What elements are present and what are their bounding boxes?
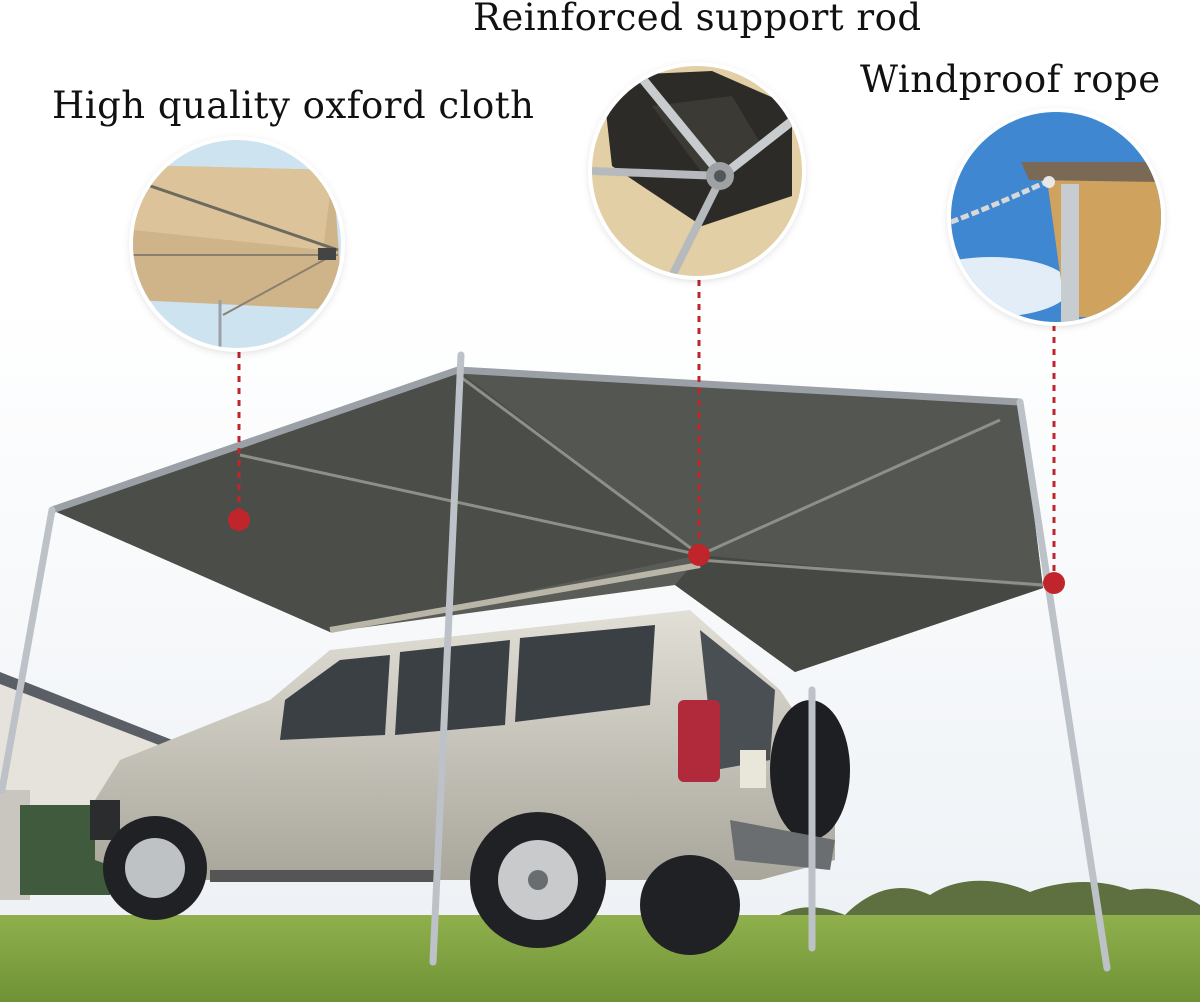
suv bbox=[90, 610, 850, 882]
wheels bbox=[103, 812, 740, 955]
marker-rod bbox=[688, 544, 710, 566]
support-rod-label: Reinforced support rod bbox=[473, 0, 922, 39]
support-rod-detail-image bbox=[592, 66, 802, 276]
marker-cloth bbox=[228, 509, 250, 531]
windproof-rope-detail-callout bbox=[951, 112, 1161, 322]
windproof-rope-detail-image bbox=[951, 112, 1161, 322]
support-rod-detail-callout bbox=[592, 66, 802, 276]
marker-rope bbox=[1043, 572, 1065, 594]
callout-leaders bbox=[237, 280, 1056, 580]
windproof-rope-label: Windproof rope bbox=[860, 58, 1161, 101]
awning-poles bbox=[0, 351, 1111, 972]
oxford-cloth-label: High quality oxford cloth bbox=[52, 84, 535, 127]
grass bbox=[0, 915, 1200, 1002]
awning-canopy bbox=[50, 366, 1044, 672]
oxford-cloth-detail-image bbox=[133, 140, 341, 348]
oxford-cloth-detail-callout bbox=[133, 140, 341, 348]
